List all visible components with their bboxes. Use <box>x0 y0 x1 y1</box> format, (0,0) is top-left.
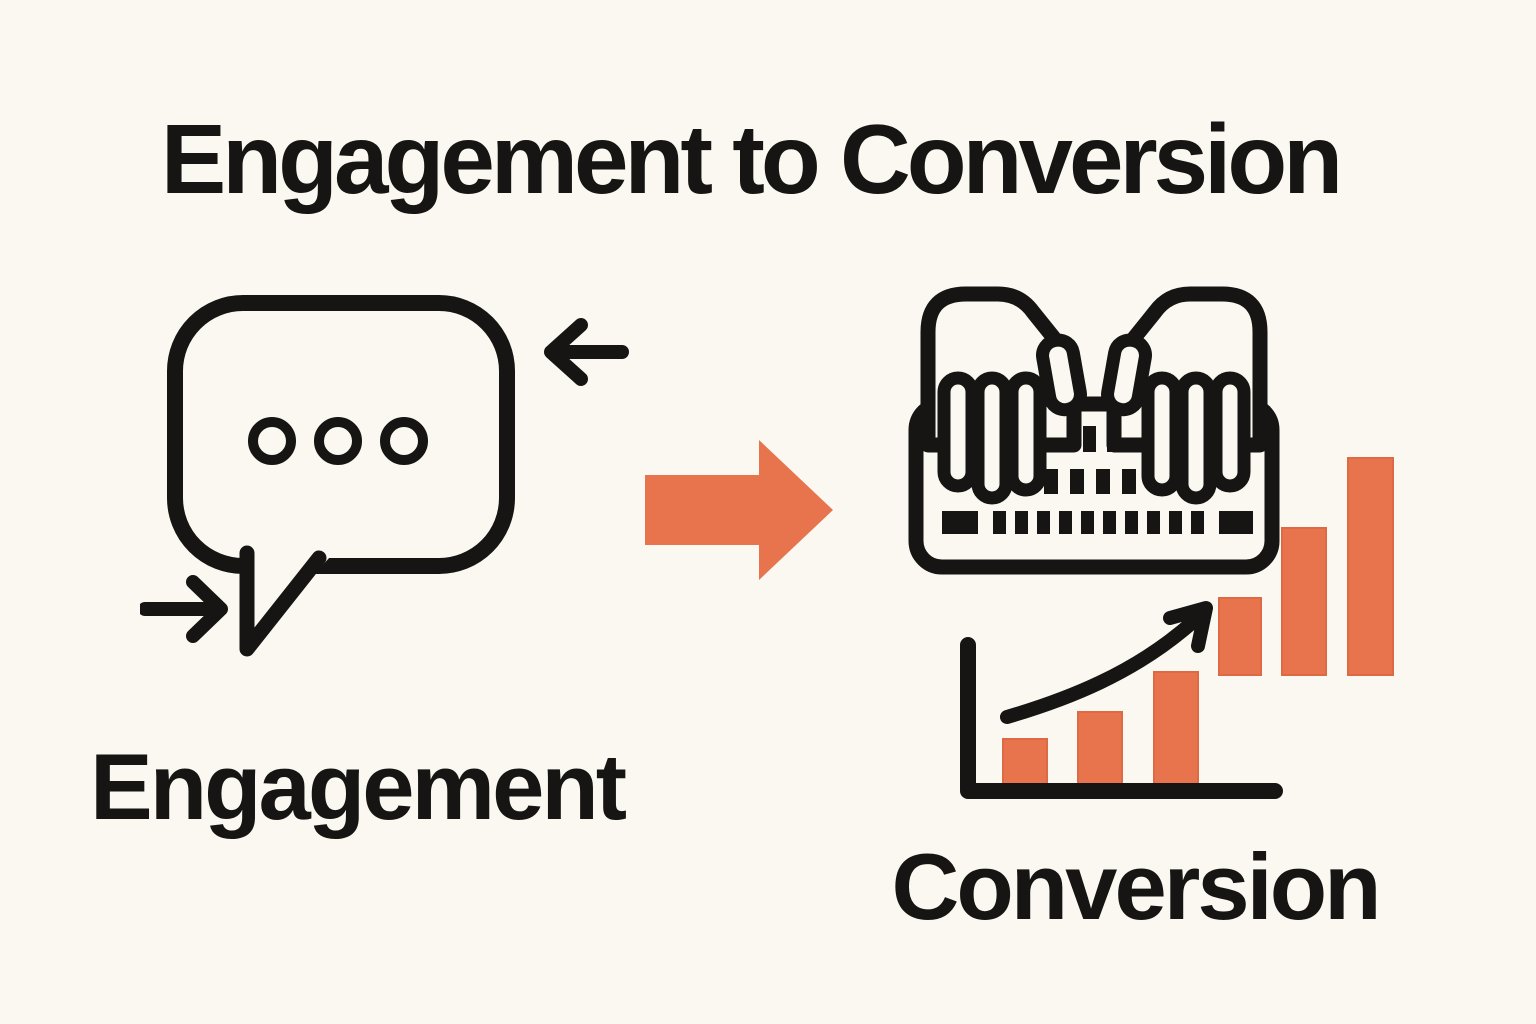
chat-bubble-typing-icon <box>140 295 629 657</box>
right-hand <box>1101 286 1268 505</box>
chart-axes <box>960 637 1283 799</box>
left-hand <box>920 286 1087 505</box>
chart-bars <box>1002 457 1394 792</box>
chart-bar <box>1218 597 1262 676</box>
rising-bar-chart-icon <box>960 457 1394 799</box>
left-index-finger <box>1036 333 1087 417</box>
growth-arrow-head <box>1163 601 1213 653</box>
typing-dot <box>248 417 296 465</box>
right-index-finger <box>1101 333 1152 417</box>
conversion-label: Conversion <box>891 834 1381 939</box>
typing-dot <box>314 417 362 465</box>
chart-bar <box>1347 457 1394 676</box>
flow-right-arrow-icon <box>645 440 833 580</box>
chat-bubble-tail-outline <box>239 545 327 657</box>
growth-arrow-curve <box>1000 613 1202 724</box>
page-title: Engagement to Conversion <box>160 104 1343 214</box>
right-arrow-shape <box>645 440 833 580</box>
engagement-label: Engagement <box>90 734 627 839</box>
chart-bar <box>1281 527 1327 676</box>
typing-dot <box>380 417 428 465</box>
inbound-arrow-right-icon <box>140 575 228 643</box>
chart-bar <box>1077 711 1123 792</box>
right-finger <box>1141 371 1183 497</box>
inbound-arrow-left-icon <box>544 318 629 386</box>
chart-bar <box>1153 671 1199 792</box>
typing-dots <box>248 417 428 465</box>
hands-typing-keyboard-icon <box>908 286 1280 575</box>
left-finger <box>1005 371 1047 497</box>
chart-bar <box>1002 738 1048 792</box>
chat-bubble-body <box>167 295 515 574</box>
